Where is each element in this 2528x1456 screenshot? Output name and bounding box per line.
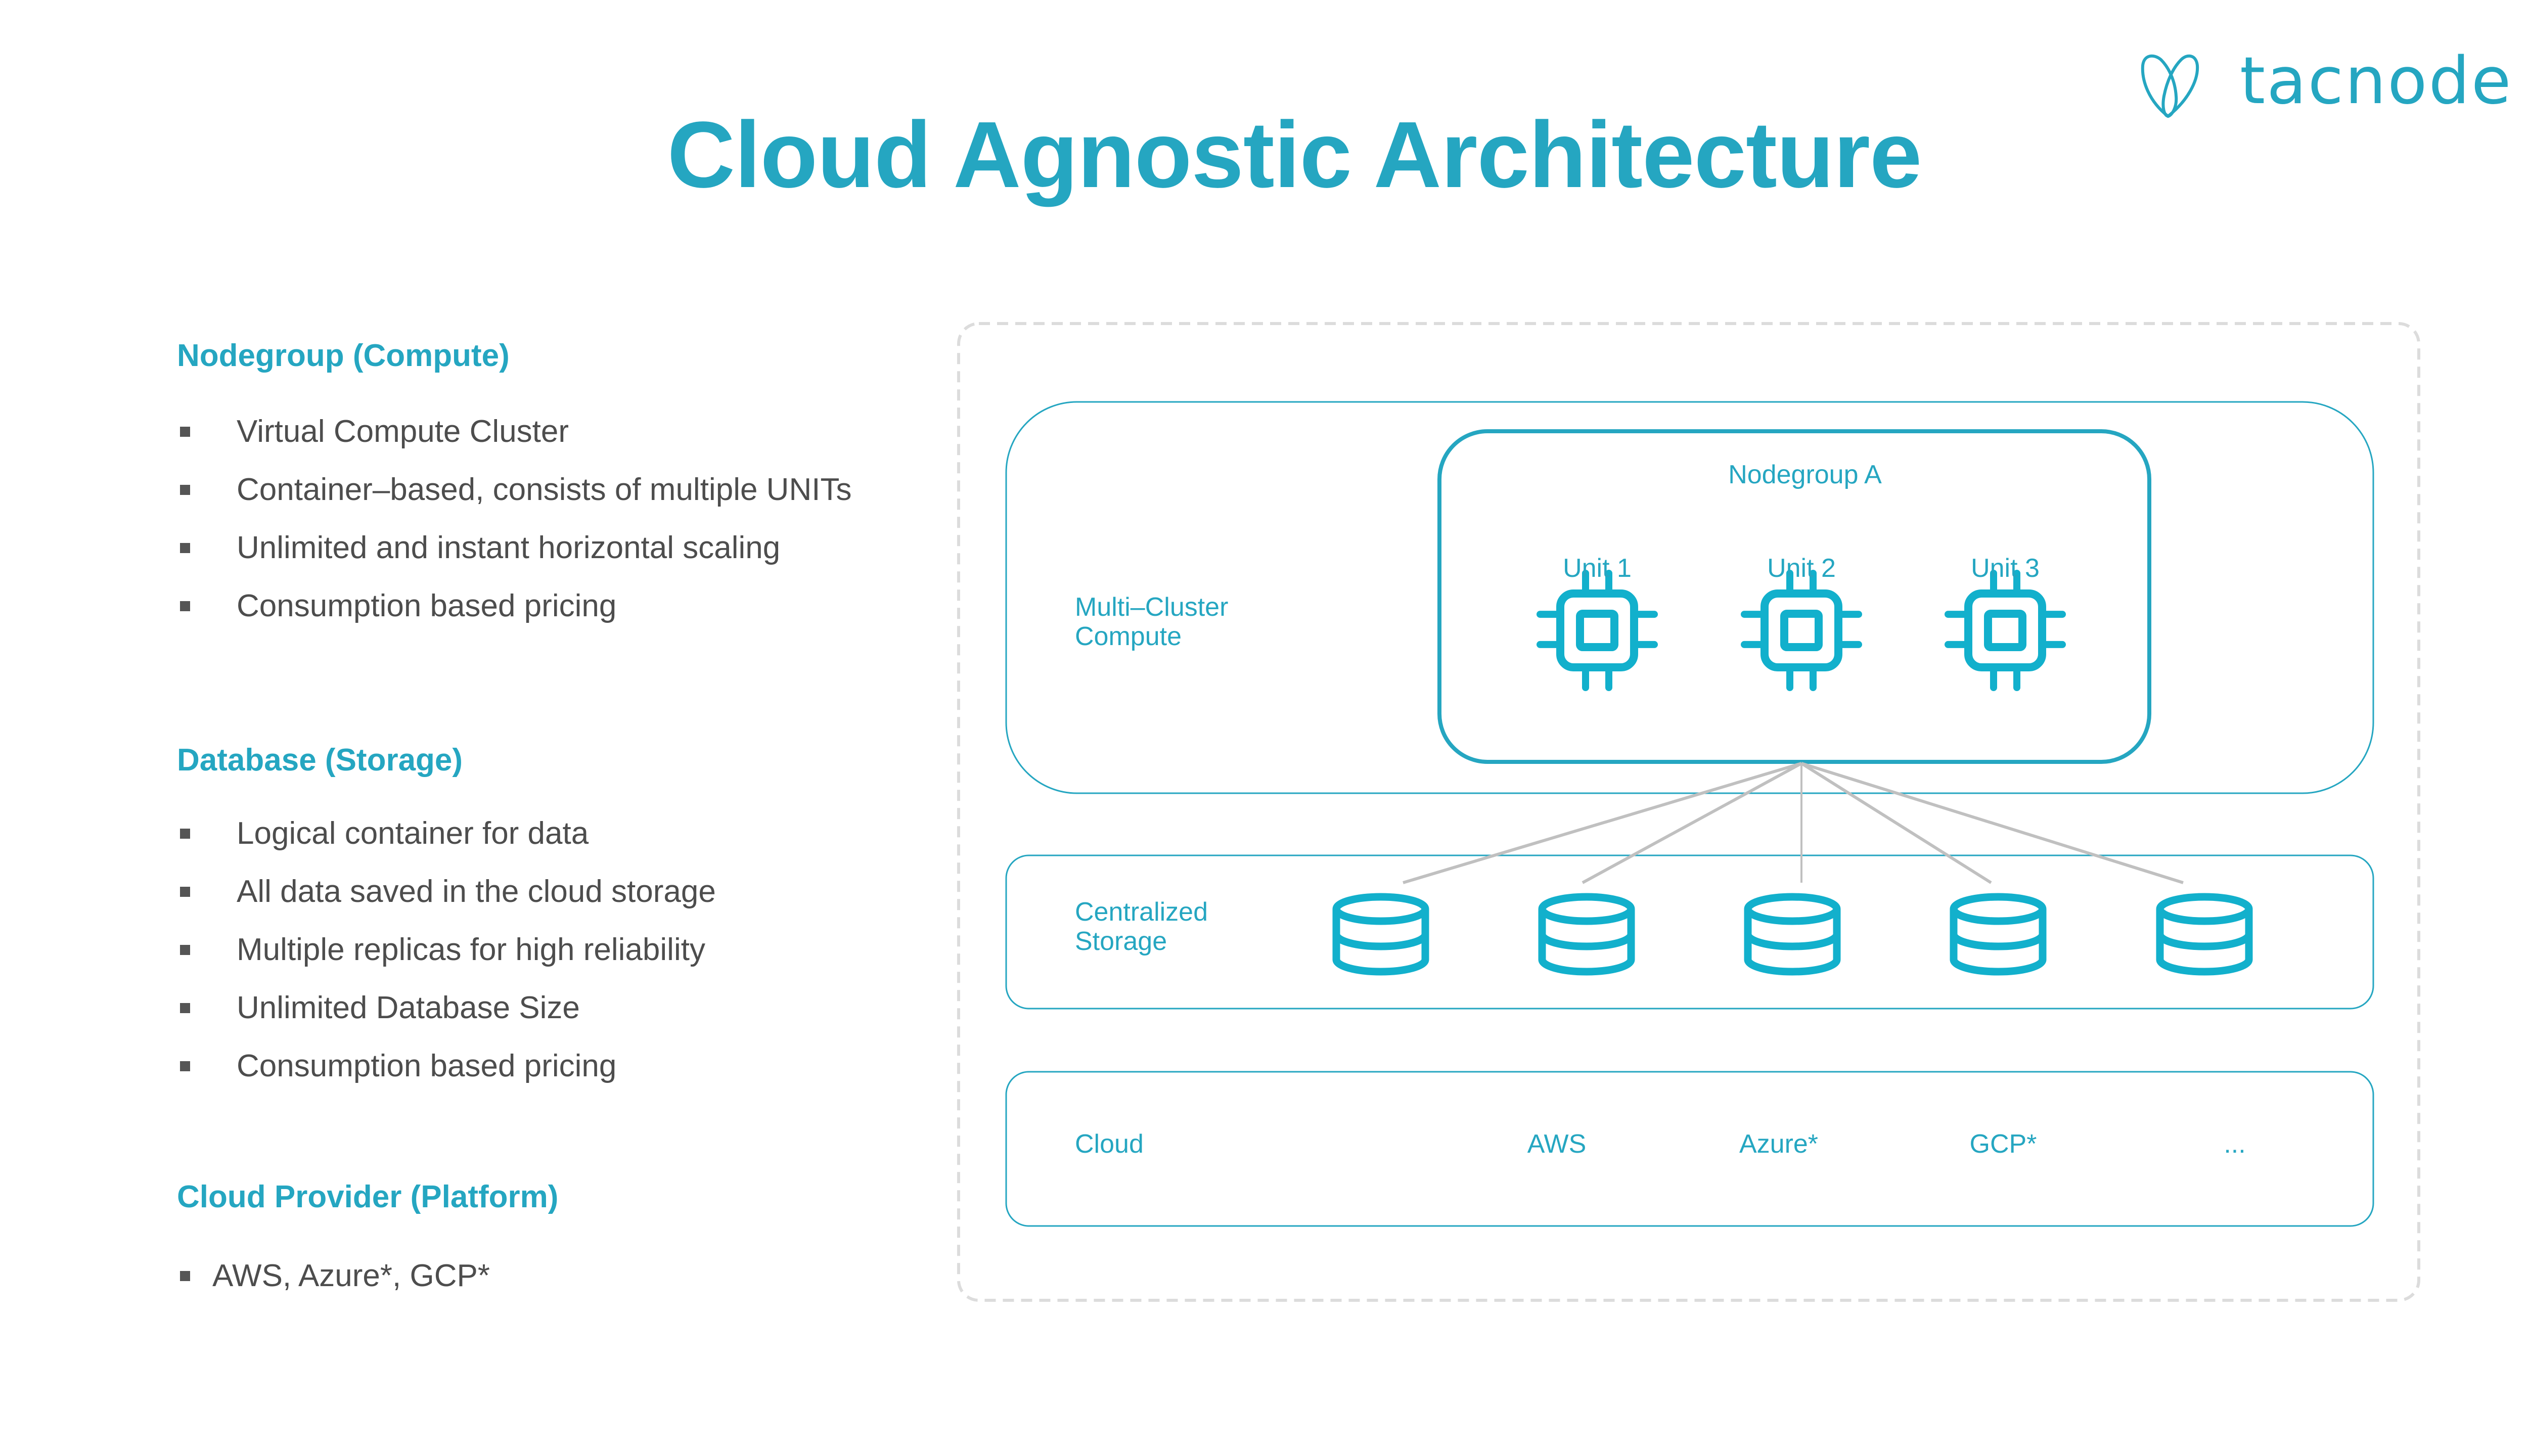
bullet-square-icon — [180, 944, 190, 955]
nodegroup-box — [1437, 429, 2151, 764]
bullet-text: Consumption based pricing — [237, 1049, 617, 1083]
cpu-chip-icon — [1741, 570, 1862, 691]
database-icon — [2156, 893, 2253, 976]
compute-layer-label: Multi–Cluster Compute — [1075, 593, 1228, 651]
bullet-item: Consumption based pricing — [180, 1048, 616, 1084]
bullet-square-icon — [180, 828, 190, 839]
compute-label-line1: Multi–Cluster — [1075, 593, 1229, 622]
bullet-item: Logical container for data — [180, 815, 589, 851]
bullet-square-icon — [180, 1270, 190, 1281]
bullet-text: Multiple replicas for high reliability — [237, 932, 705, 967]
bullet-square-icon — [180, 1061, 190, 1071]
cloud-layer-box — [1005, 1071, 2374, 1227]
provider-label-azure: Azure* — [1739, 1129, 1819, 1159]
cloud-layer-label: Cloud — [1075, 1129, 1144, 1159]
logo-wordmark: tacnode — [2240, 43, 2513, 119]
bullet-text: Consumption based pricing — [237, 588, 617, 623]
bullet-item: Consumption based pricing — [180, 588, 616, 624]
bullet-square-icon — [180, 601, 190, 611]
storage-label-line1: Centralized — [1075, 897, 1208, 927]
bullet-item: Virtual Compute Cluster — [180, 414, 569, 449]
nodegroup-title: Nodegroup A — [1728, 460, 1882, 489]
provider-label-gcp: GCP* — [1969, 1129, 2037, 1159]
bullet-item: Unlimited Database Size — [180, 990, 580, 1026]
unit-label: Unit 3 — [1971, 554, 2040, 583]
storage-layer-box — [1005, 854, 2374, 1010]
section-heading-platform: Cloud Provider (Platform) — [177, 1179, 559, 1214]
bullet-text: Container–based, consists of multiple UN… — [237, 472, 852, 507]
provider-label-more: ... — [2224, 1129, 2246, 1159]
compute-label-line2: Compute — [1075, 622, 1182, 651]
bullet-item: Multiple replicas for high reliability — [180, 932, 705, 968]
bullet-square-icon — [180, 1003, 190, 1013]
provider-label-aws: AWS — [1527, 1129, 1587, 1159]
database-icon — [1950, 893, 2047, 976]
bullet-text: Unlimited and instant horizontal scaling — [237, 530, 781, 565]
connector-line — [1403, 762, 1802, 884]
storage-label-line2: Storage — [1075, 927, 1167, 956]
diagram-frame — [957, 322, 2420, 1302]
bullet-item: All data saved in the cloud storage — [180, 874, 716, 909]
tacnode-logo: tacnode — [2139, 43, 2513, 121]
section-heading-compute: Nodegroup (Compute) — [177, 338, 510, 373]
bullet-square-icon — [180, 886, 190, 897]
unit-label: Unit 2 — [1767, 554, 1836, 583]
section-heading-storage: Database (Storage) — [177, 743, 463, 778]
bullet-text: Virtual Compute Cluster — [237, 414, 569, 449]
bullet-item: AWS, Azure*, GCP* — [180, 1258, 490, 1294]
cpu-chip-icon — [1537, 570, 1658, 691]
connector-line — [1582, 762, 1802, 884]
storage-layer-label: Centralized Storage — [1075, 897, 1208, 956]
bullet-item: Unlimited and instant horizontal scaling — [180, 530, 780, 566]
cpu-chip-icon — [1945, 570, 2066, 691]
bullet-square-icon — [180, 484, 190, 495]
bullet-text: Unlimited Database Size — [237, 990, 580, 1025]
bullet-text: AWS, Azure*, GCP* — [212, 1258, 490, 1293]
database-icon — [1744, 893, 1841, 976]
bullet-square-icon — [180, 542, 190, 553]
tacnode-heart-logo-icon — [2141, 54, 2199, 118]
unit-label: Unit 1 — [1563, 554, 1632, 583]
page-title: Cloud Agnostic Architecture — [667, 103, 1922, 207]
connector-line — [1800, 762, 1992, 884]
bullet-square-icon — [180, 426, 190, 437]
bullet-text: Logical container for data — [237, 816, 589, 851]
connector-line — [1801, 762, 2184, 884]
compute-layer-box — [1005, 401, 2374, 794]
database-icon — [1538, 893, 1635, 976]
database-icon — [1332, 893, 1429, 976]
bullet-text: All data saved in the cloud storage — [237, 874, 716, 909]
bullet-item: Container–based, consists of multiple UN… — [180, 472, 851, 508]
